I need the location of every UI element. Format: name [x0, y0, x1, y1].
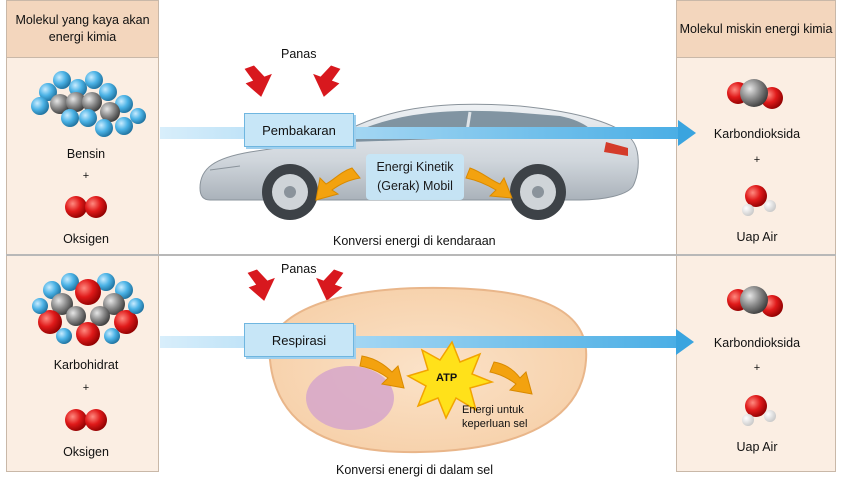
kinetic-energy-line2: (Gerak) Mobil [377, 179, 453, 193]
heat-label: Panas [281, 262, 317, 276]
reactant-oxygen-label: Oksigen [63, 445, 109, 459]
product-water-vapor-label: Uap Air [736, 230, 778, 244]
oxygen-molecule-icon [65, 409, 107, 431]
cell-energy-arrows-icon [359, 355, 533, 395]
cell-energy-line2: keperluan sel [462, 418, 528, 431]
plus-sign: + [753, 154, 761, 166]
heat-arrows-icon [244, 65, 341, 97]
carbon-dioxide-molecule-icon [727, 79, 783, 109]
reactant-gasoline-label: Bensin [66, 147, 106, 161]
product-carbon-dioxide-label: Karbondioksida [713, 336, 801, 350]
atp-star-icon [406, 340, 495, 420]
section-divider [6, 254, 836, 256]
plus-sign: + [82, 382, 90, 394]
reactant-carbohydrate-label: Karbohidrat [53, 358, 119, 372]
product-carbon-dioxide-label: Karbondioksida [713, 127, 801, 141]
carbohydrate-molecule-icon [32, 273, 144, 346]
respiration-process-box: Respirasi [244, 323, 354, 357]
water-molecule-icon [742, 185, 776, 216]
cell-conversion-caption: Konversi energi di dalam sel [336, 463, 494, 477]
oxygen-molecule-icon [65, 196, 107, 218]
heat-arrows-icon [247, 269, 344, 301]
product-water-vapor-label: Uap Air [736, 440, 778, 454]
vehicle-conversion-caption: Konversi energi di kendaraan [333, 234, 496, 248]
gasoline-molecule-icon [31, 71, 146, 137]
cell-energy-label: Energi untuk keperluan sel [462, 403, 527, 432]
atp-label: ATP [436, 372, 458, 384]
kinetic-energy-arrows-icon [315, 167, 513, 201]
heat-label: Panas [281, 47, 317, 61]
combustion-process-box: Pembakaran [244, 113, 354, 147]
kinetic-energy-line1: Energi Kinetik [376, 160, 454, 175]
right-column: Molekul miskin energi kimia [676, 0, 836, 472]
carbon-dioxide-molecule-icon [727, 286, 783, 317]
plus-sign: + [82, 170, 90, 182]
cell-energy-line1: Energi untuk [462, 404, 524, 416]
left-column: Molekul yang kaya akan energi kimia [6, 0, 159, 472]
water-molecule-icon [742, 395, 776, 426]
plus-sign: + [753, 362, 761, 374]
right-column-header: Molekul miskin energi kimia [677, 1, 835, 58]
left-column-header: Molekul yang kaya akan energi kimia [7, 1, 158, 58]
reactant-oxygen-label: Oksigen [63, 232, 109, 246]
kinetic-energy-label: Energi Kinetik (Gerak) Mobil [366, 154, 464, 200]
